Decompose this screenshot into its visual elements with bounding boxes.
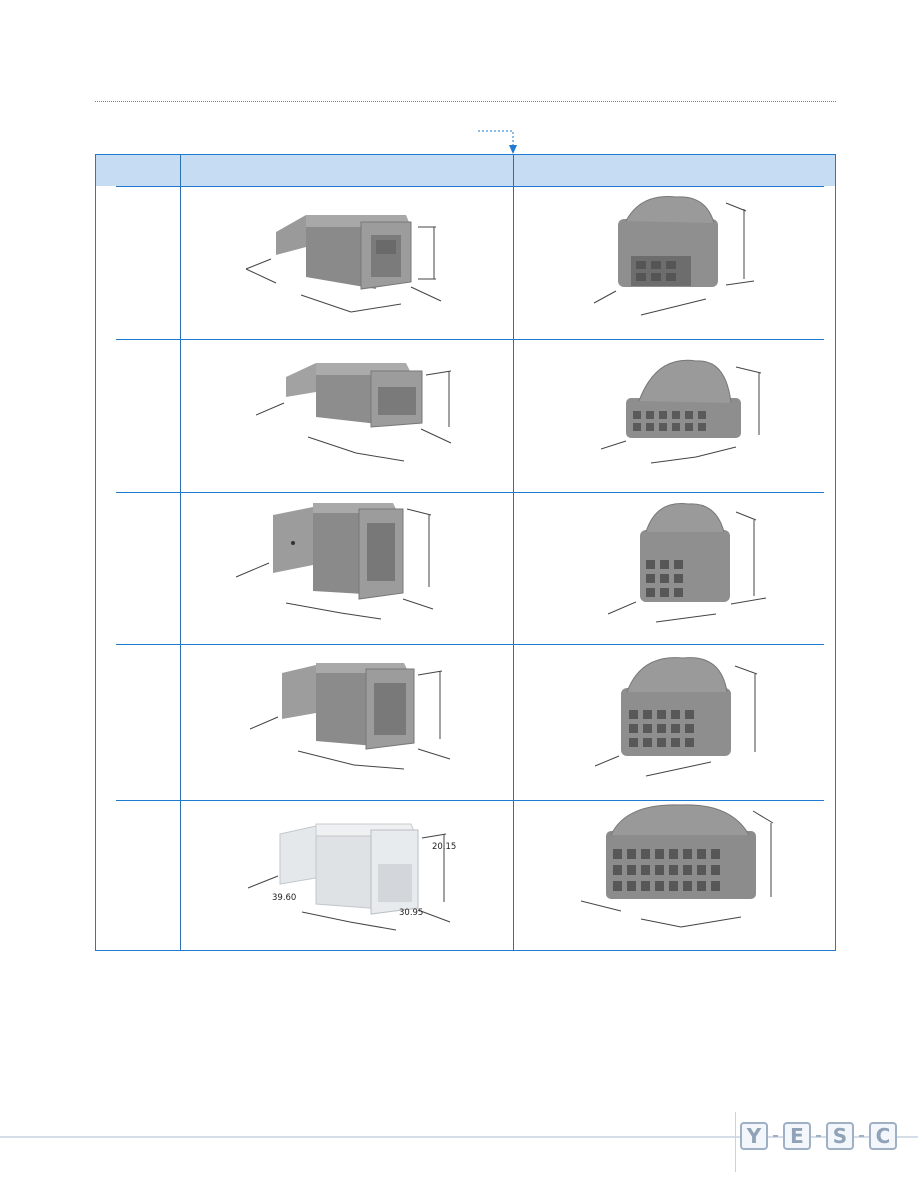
- column-divider: [180, 155, 181, 950]
- row-divider: [116, 492, 824, 493]
- male-connector-image: [236, 207, 456, 322]
- length-dimension: 39.60: [272, 893, 297, 903]
- row-divider: [116, 186, 824, 187]
- column-divider: [513, 155, 514, 950]
- width-dimension: 30.95: [399, 908, 424, 918]
- female-connector-image: [581, 801, 781, 931]
- logo-letter: E: [783, 1122, 811, 1150]
- male-connector-image: 20.15 39.60 30.95: [246, 818, 461, 933]
- logo-letter: Y: [740, 1122, 768, 1150]
- yesc-logo: Y E S C: [740, 1122, 897, 1150]
- row-divider: [116, 644, 824, 645]
- table-header: [96, 155, 835, 186]
- female-connector-image: [601, 353, 781, 468]
- male-connector-image: [231, 495, 446, 625]
- connector-table: 20.15 39.60 30.95: [95, 154, 836, 951]
- male-connector-image: [256, 357, 466, 467]
- logo-letter: S: [826, 1122, 854, 1150]
- female-connector-image: [586, 191, 766, 316]
- height-dimension: 20.15: [432, 842, 457, 852]
- female-connector-image: [606, 500, 781, 625]
- row-divider: [116, 339, 824, 340]
- logo-letter: C: [869, 1122, 897, 1150]
- female-connector-image: [591, 652, 771, 777]
- row-divider: [116, 800, 824, 801]
- pointer-arrow-icon: [478, 130, 517, 154]
- footer-rule: [0, 1136, 735, 1138]
- footer-separator: [735, 1112, 736, 1172]
- logo-dash: [773, 1135, 778, 1137]
- male-connector-image: [246, 655, 456, 773]
- logo-dash: [816, 1135, 821, 1137]
- logo-dash: [859, 1135, 864, 1137]
- header-rule: [95, 101, 836, 102]
